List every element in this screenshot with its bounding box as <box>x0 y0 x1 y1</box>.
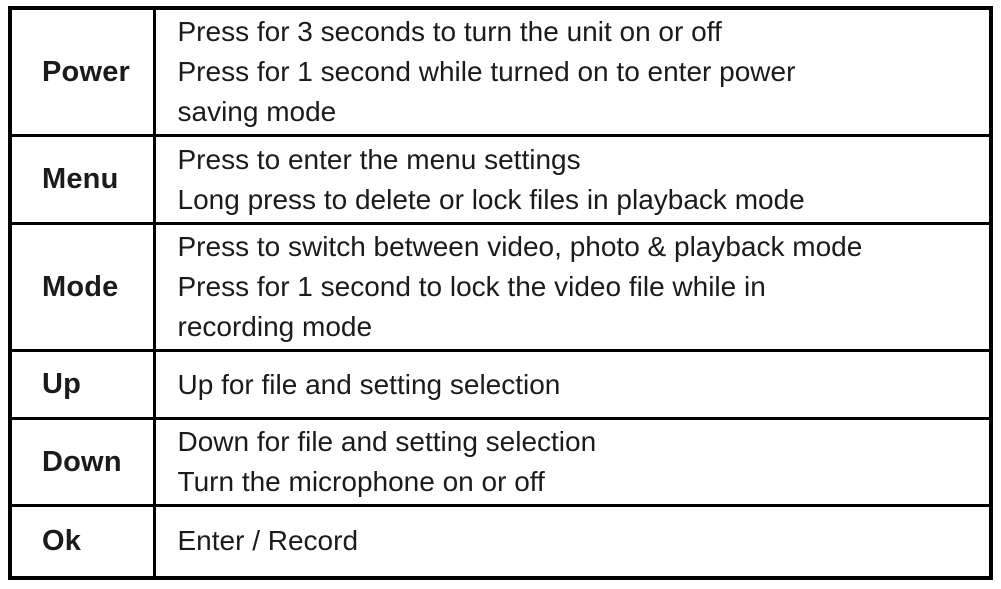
description-line: Enter / Record <box>177 525 359 557</box>
button-description-cell: Press to switch between video, photo & p… <box>152 222 993 352</box>
description-line: Turn the microphone on or off <box>177 466 545 497</box>
button-functions-table: Power Press for 3 seconds to turn the uni… <box>8 6 993 580</box>
description-line: Up for file and setting selection <box>177 368 561 400</box>
button-description-cell: Press for 3 seconds to turn the unit on … <box>152 6 993 137</box>
button-name-cell: Down <box>8 417 156 507</box>
description-line: Press to switch between video, photo & p… <box>177 231 863 262</box>
button-name-cell: Up <box>8 349 156 420</box>
button-name-cell: Ok <box>8 504 156 579</box>
table-row: Mode Press to switch between video, photo… <box>8 222 993 352</box>
table-row: Power Press for 3 seconds to turn the uni… <box>8 6 993 137</box>
description-line: Press for 1 second to lock the video fil… <box>177 271 766 302</box>
description-line: Down for file and setting selection <box>177 426 597 457</box>
button-functions-table-body: Power Press for 3 seconds to turn the uni… <box>8 6 993 579</box>
description-line: Press to enter the menu settings <box>177 143 581 175</box>
button-name-cell: Mode <box>8 222 156 352</box>
table-row: Up Up for file and setting selection <box>8 349 993 420</box>
description-line: Press for 1 second while turned on to en… <box>177 56 796 87</box>
button-description-cell: Enter / Record <box>152 504 993 579</box>
button-description-cell: Up for file and setting selection <box>152 349 993 420</box>
description-line: Press for 3 seconds to turn the unit on … <box>177 16 722 47</box>
description-line: saving mode <box>177 96 337 127</box>
table-row: Ok Enter / Record <box>8 504 993 579</box>
description-line: Long press to delete or lock files in pl… <box>177 183 805 215</box>
description-line: recording mode <box>177 311 373 342</box>
button-name-cell: Menu <box>8 134 156 225</box>
button-name-cell: Power <box>8 6 156 137</box>
